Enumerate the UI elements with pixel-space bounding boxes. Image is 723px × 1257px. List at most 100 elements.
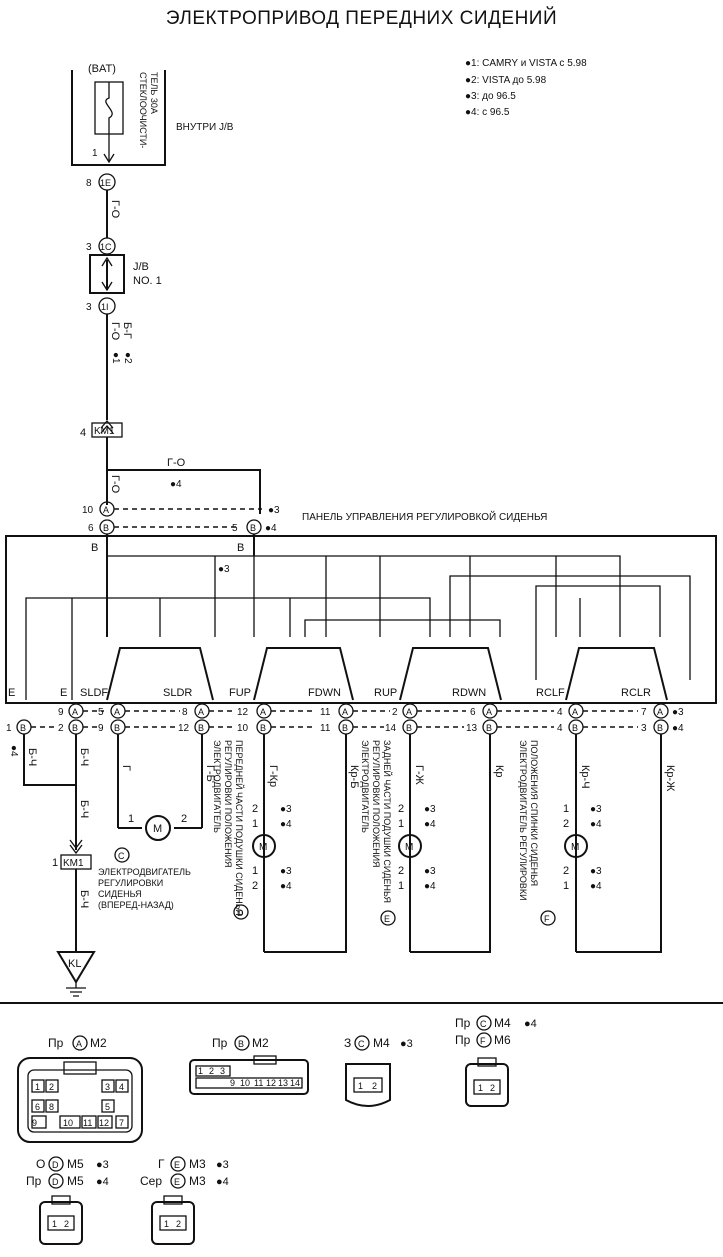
row-b-id-4: B: [198, 723, 204, 733]
row-a-pin-8: 8: [182, 707, 188, 718]
row-a-pin-2: 2: [392, 707, 398, 718]
conn-cf-body: [465, 1063, 509, 1107]
bat-label: (BAT): [88, 63, 116, 75]
conn-d2-id: D: [52, 1177, 59, 1187]
motor-d-pin-bot-2: 2: [252, 880, 258, 892]
row-b-id-2: B: [72, 723, 78, 733]
note-3: ●3: до 96.5: [465, 91, 516, 102]
conn-b-p11: 11: [254, 1078, 263, 1088]
wire-krb-label: Кр-Б: [348, 765, 360, 788]
conn-b-p13: 13: [278, 1078, 288, 1088]
conn-cf2-pre: Пр: [455, 1033, 471, 1047]
conn-a-inner: [27, 1069, 133, 1133]
km1-bottom-label: KM1: [63, 858, 84, 869]
conn-b-code: M2: [252, 1036, 269, 1050]
motor-e-id: E: [384, 914, 390, 924]
conn-c-cavity: [353, 1077, 383, 1093]
top-a-pin: 10: [82, 505, 94, 516]
conn-d-latch: [51, 1195, 71, 1205]
row-b: 1 B 2 B 9 B 12 B 10 B 11 B 14 B 13 B 4 B: [6, 719, 684, 735]
c1e-pin: 8: [86, 178, 92, 189]
conn-b-latch: [253, 1055, 277, 1065]
conn-d1-circle: [48, 1156, 64, 1172]
conn-e2-id: E: [174, 1177, 180, 1187]
c1c-id: 1C: [100, 242, 112, 252]
wire-note-2: ●2: [122, 352, 133, 364]
motor-e-icon: [398, 834, 422, 858]
motor-d-label-2: РЕГУЛИРОВКИ ПОЛОЖЕНИЯ: [223, 740, 233, 868]
conn-b-id: B: [238, 1039, 244, 1049]
conn-a-p6: 6: [35, 1102, 40, 1112]
motor-e-label-2: РЕГУЛИРОВКИ ПОЛОЖЕНИЯ: [371, 740, 381, 868]
conn-cf1-code: M4: [494, 1016, 511, 1030]
top-a-id: A: [103, 505, 109, 515]
row-a-circle-9: [653, 703, 669, 719]
conn-a-p12: 12: [99, 1118, 109, 1128]
switch-rud: [399, 647, 502, 701]
conn-a-p10: 10: [63, 1118, 73, 1128]
motor-f-label-2: ПОЛОЖЕНИЯ СПИНКИ СИДЕНЬЯ: [529, 740, 539, 886]
switch-sld: [106, 647, 214, 701]
row-a-pin-9: 9: [58, 707, 64, 718]
ground-kl-triangle: [56, 951, 96, 984]
conn-e1-note: ●3: [216, 1159, 229, 1171]
motor-d-note-top-1: ●3: [280, 804, 292, 815]
motor-d-pin-top-1: 2: [252, 803, 258, 815]
ground-icon: [66, 982, 86, 997]
wire-krzh-label: Кр-Ж: [664, 765, 676, 791]
motor-c-label-2: РЕГУЛИРОВКИ: [98, 878, 163, 888]
conn-a-p7: 7: [119, 1118, 124, 1128]
motor-d-label-1: ЭЛЕКТРОДВИГАТЕЛЬ: [212, 740, 222, 833]
bus-e: [25, 597, 431, 700]
row-a-id-9: A: [657, 707, 663, 717]
conn-e2-pre: Сер: [140, 1174, 162, 1188]
row-b-pin-10: 10: [237, 723, 249, 734]
row-a-pin-11: 11: [320, 707, 331, 718]
motor-d-note-top-2: ●4: [280, 819, 292, 830]
conn-cf1-pre: Пр: [455, 1016, 471, 1030]
wire-gb-label: Г-Б: [204, 765, 216, 782]
motor-f-icon: [564, 834, 588, 858]
row-b-id-3: B: [114, 723, 120, 733]
motor-c-letter: M: [153, 823, 162, 835]
motor-d-icon: [252, 834, 276, 858]
c1c-pin: 3: [86, 242, 92, 253]
row-a: 9 A 5 A 8 A 12 A 11 A 2 A 6 A 4 A 7 A ●3: [58, 703, 684, 719]
conn-d1-pre: О: [36, 1157, 45, 1171]
conn-cf1-circle: [476, 1015, 492, 1031]
row-a-note: ●3: [672, 707, 684, 718]
conn-cf-p1: 1: [478, 1083, 483, 1093]
row-b-pin-1: 1: [6, 723, 12, 734]
conn-a-p1: 1: [35, 1082, 40, 1092]
row-a-id-6: A: [406, 707, 412, 717]
motor-e-pin-bot-2: 1: [398, 880, 404, 892]
motor-c-label-1: ЭЛЕКТРОДВИГАТЕЛЬ: [98, 867, 191, 877]
wire-note-1: ●1: [110, 352, 121, 364]
connector-d: О D M5 ●3 Пр D M5 ●4 1 2: [26, 1156, 109, 1245]
conn-e1-id: E: [174, 1160, 180, 1170]
motor-c-pin1: 1: [128, 813, 134, 825]
conn-c-note: ●3: [400, 1038, 413, 1050]
conn-a-p4: 4: [119, 1082, 124, 1092]
conn-c-code: M4: [373, 1036, 390, 1050]
conn-a-circle: [72, 1035, 88, 1051]
ground-kl-label: KL: [68, 958, 81, 970]
wire-g-label: Г: [120, 765, 132, 771]
km1-bottom-pin: 1: [52, 857, 58, 869]
conn-b-p3: 3: [220, 1066, 225, 1076]
conn-cf-latch: [477, 1057, 497, 1067]
conn-e1-code: M3: [189, 1157, 206, 1171]
wire-ground-left: [23, 734, 76, 786]
conn-e2-note: ●4: [216, 1176, 229, 1188]
wire-motor-e-2: [410, 734, 491, 953]
conn-cf-cavity: [473, 1079, 501, 1095]
conn-e-p1: 1: [164, 1219, 169, 1229]
conn-b-pre: Пр: [212, 1036, 228, 1050]
jb1-arrow-up: [101, 256, 113, 267]
motor-e-id-circle: [380, 910, 396, 926]
jb1-label-2: NO. 1: [133, 275, 162, 287]
conn-c-id: C: [358, 1039, 365, 1049]
wire-krch-label: Кр-Ч: [579, 765, 591, 789]
conn-c-body: [345, 1063, 391, 1107]
row-a-id-7: A: [486, 707, 492, 717]
